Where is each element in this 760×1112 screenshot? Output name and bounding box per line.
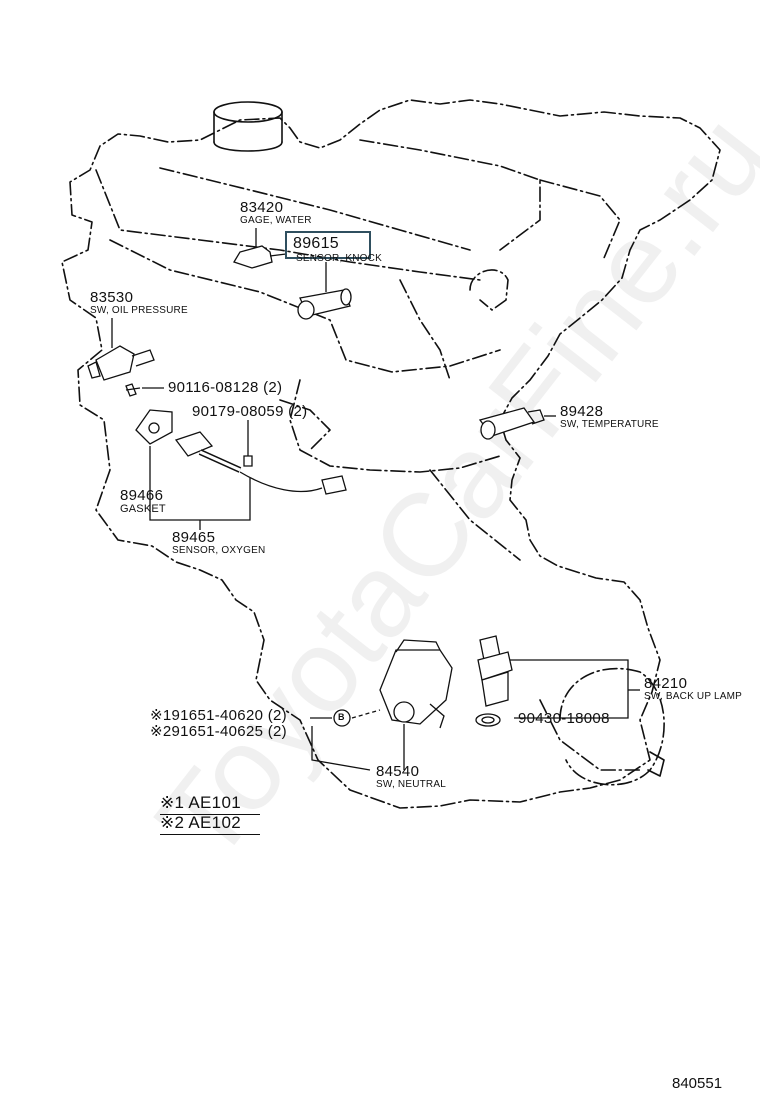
part-name-83530: SW, OIL PRESSURE <box>90 305 188 316</box>
legend-mark-2: ※2 <box>160 813 185 832</box>
variant-mark-2: ※2 <box>150 723 172 740</box>
temperature-switch-part <box>478 407 545 440</box>
legend-model-1: AE101 <box>188 793 241 812</box>
part-number-84540[interactable]: 84540 <box>376 763 420 780</box>
part-number-89615[interactable]: 89615 <box>293 235 339 252</box>
part-number-84210[interactable]: 84210 <box>644 675 688 692</box>
legend-mark-1: ※1 <box>160 793 185 812</box>
part-name-84540: SW, NEUTRAL <box>376 779 446 790</box>
legend-model-2: AE102 <box>188 813 241 832</box>
part-number-89428[interactable]: 89428 <box>560 403 604 420</box>
part-number-83530[interactable]: 83530 <box>90 289 134 306</box>
variant-number-2: 91651-40625 (2) <box>171 723 287 740</box>
knock-sensor-part <box>297 288 352 320</box>
part-number-90116-08128[interactable]: 90116-08128 (2) <box>168 379 283 396</box>
variant-number-1: 91651-40620 (2) <box>171 707 287 724</box>
callout-b-label: B <box>338 712 345 722</box>
part-number-90179-08059[interactable]: 90179-08059 (2) <box>192 403 308 420</box>
variant-part-2[interactable]: ※291651-40625 (2) <box>150 724 287 739</box>
legend-row-1: ※1 AE101 <box>160 794 241 811</box>
highlight-box-89615 <box>285 231 371 259</box>
neutral-switch-part <box>379 639 453 729</box>
part-name-83420: GAGE, WATER <box>240 215 312 226</box>
callout-b-circle <box>333 709 351 727</box>
water-gage-part <box>233 245 273 269</box>
part-number-90430-18008[interactable]: 90430-18008 <box>518 710 610 727</box>
oxygen-sensor-part <box>174 431 347 495</box>
back-up-lamp-switch-part <box>475 635 513 727</box>
legend-row-2: ※2 AE102 <box>160 814 241 831</box>
legend-underline-1 <box>160 814 260 815</box>
gasket-part <box>135 409 173 445</box>
part-name-89465: SENSOR, OXYGEN <box>172 545 266 556</box>
part-number-83420[interactable]: 83420 <box>240 199 284 216</box>
part-name-89428: SW, TEMPERATURE <box>560 419 659 430</box>
part-name-84210: SW, BACK UP LAMP <box>644 691 743 702</box>
part-name-89466: GASKET <box>120 503 166 515</box>
legend-underline-2 <box>160 834 260 835</box>
drawing-number: 840551 <box>672 1075 723 1092</box>
engine-outline <box>61 99 721 809</box>
variant-mark-1: ※1 <box>150 707 172 724</box>
part-number-89466[interactable]: 89466 <box>120 487 164 504</box>
part-name-89615: SENSOR, KNOCK <box>296 253 382 264</box>
variant-part-1[interactable]: ※191651-40620 (2) <box>150 708 287 723</box>
part-number-89465[interactable]: 89465 <box>172 529 216 546</box>
oil-pressure-switch-part <box>87 345 155 381</box>
